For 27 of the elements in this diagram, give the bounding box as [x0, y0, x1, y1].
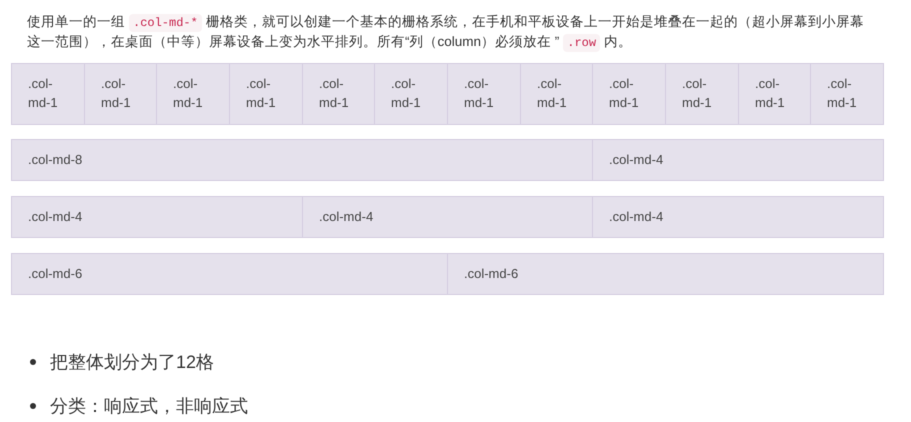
grid-column: .col-md-1	[447, 63, 521, 125]
bullet-text: 把整体划分为了12格	[50, 351, 214, 374]
grid-column: .col-md-4	[11, 196, 303, 238]
intro-text: 栅格类，就可以创建一个基本的栅格系统，在手机和平板设备上一开始是堆叠在一起的（超小屏幕到小屏幕	[206, 14, 864, 29]
grid-column: .col-md-1	[302, 63, 375, 125]
code-snippet: .row	[563, 34, 600, 52]
code-snippet: .col-md-*	[129, 14, 202, 32]
grid-column: .col-md-1	[374, 63, 448, 125]
grid-column: .col-md-6	[447, 253, 884, 295]
grid-column: .col-md-4	[592, 139, 884, 181]
grid-column: .col-md-1	[665, 63, 739, 125]
intro-text: 这一范围），在桌面（中等）屏幕设备上变为水平排列。所有“列（column）必须放在 ”	[27, 34, 560, 49]
grid-column: .col-md-1	[84, 63, 157, 125]
intro-text: 使用单一的一组	[27, 14, 125, 29]
grid-column: .col-md-1	[738, 63, 811, 125]
grid-column: .col-md-4	[302, 196, 593, 238]
bullet-text: 分类：响应式，非响应式	[50, 395, 248, 418]
grid-column: .col-md-1	[810, 63, 884, 125]
grid-column: .col-md-1	[156, 63, 230, 125]
grid-column: .col-md-1	[11, 63, 85, 125]
intro-text: 内。	[604, 34, 632, 49]
grid-column: .col-md-1	[592, 63, 666, 125]
grid-column: .col-md-8	[11, 139, 593, 181]
grid-column: .col-md-1	[520, 63, 593, 125]
grid-column: .col-md-6	[11, 253, 448, 295]
grid-column: .col-md-1	[229, 63, 303, 125]
grid-column: .col-md-4	[592, 196, 884, 238]
